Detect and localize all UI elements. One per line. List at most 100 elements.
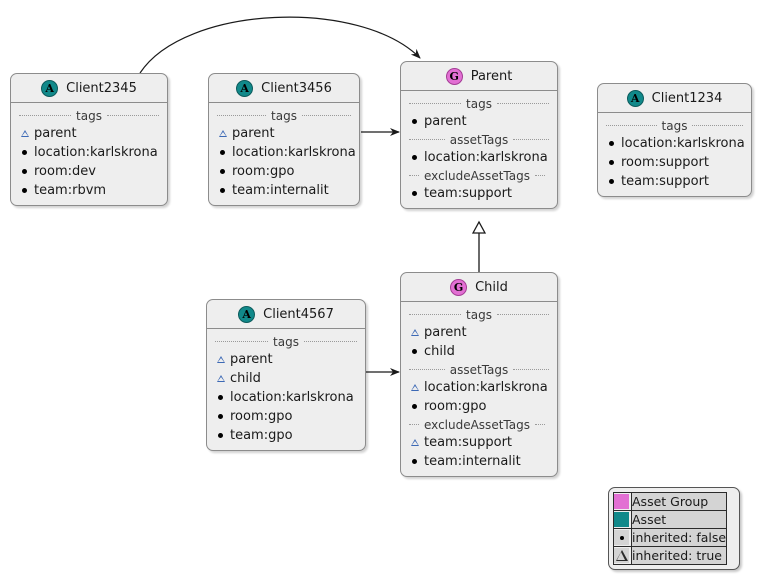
tag-label: child	[424, 344, 455, 359]
node-child[interactable]: G Child tags parent child assetTags	[400, 272, 558, 477]
inherited-false-icon	[18, 188, 31, 193]
tag-row: location:karlskrona	[401, 148, 557, 167]
section-header: tags	[209, 107, 359, 124]
tag-row: team:internalit	[401, 452, 557, 471]
legend-label: Asset	[630, 510, 728, 529]
tag-row: room:dev	[11, 162, 167, 181]
tag-label: room:dev	[34, 164, 96, 179]
inherited-false-icon	[408, 191, 421, 196]
node-header: G Parent	[401, 62, 557, 91]
section-header: excludeAssetTags	[401, 416, 557, 433]
tag-row: team:support	[401, 184, 557, 203]
tag-row: location:karlskrona	[11, 143, 167, 162]
tag-row: parent	[207, 350, 365, 369]
inherited-false-icon	[605, 141, 618, 146]
node-client1234[interactable]: A Client1234 tags location:karlskrona ro…	[597, 83, 752, 197]
section-label: excludeAssetTags	[424, 168, 530, 183]
tag-row: team:support	[401, 433, 557, 452]
inherited-false-icon	[605, 179, 618, 184]
tag-label: child	[230, 371, 261, 386]
section-label: excludeAssetTags	[424, 417, 530, 432]
node-body: tags parent location:karlskrona room:gpo…	[209, 103, 359, 205]
tag-row: team:gpo	[207, 426, 365, 445]
tag-row: team:rbvm	[11, 181, 167, 200]
legend-swatch-cell	[613, 492, 632, 511]
tag-row: room:gpo	[207, 407, 365, 426]
tag-row: child	[207, 369, 365, 388]
legend-swatch-cell	[613, 546, 632, 565]
legend-box: Asset Group Asset inherited: false inher…	[608, 487, 740, 570]
legend-label: inherited: true	[630, 546, 728, 565]
node-header: G Child	[401, 273, 557, 302]
node-body: tags location:karlskrona room:support te…	[598, 113, 751, 196]
section-label: tags	[466, 307, 492, 322]
tag-label: room:gpo	[424, 399, 487, 414]
section-label: tags	[661, 118, 688, 133]
tag-row: parent	[11, 124, 167, 143]
inherited-true-icon	[408, 329, 421, 336]
asset-color-swatch	[614, 512, 629, 527]
section-label: assetTags	[449, 362, 509, 377]
tag-row: location:karlskrona	[207, 388, 365, 407]
inherited-false-icon	[614, 530, 629, 545]
inherited-true-icon	[214, 356, 227, 363]
tag-label: parent	[34, 126, 77, 141]
tag-row: room:gpo	[209, 162, 359, 181]
asset-stereotype-icon: A	[41, 79, 59, 97]
inherited-false-icon	[605, 160, 618, 165]
node-title: Client1234	[651, 90, 723, 106]
legend-label: inherited: false	[630, 528, 728, 547]
node-client2345[interactable]: A Client2345 tags parent location:karlsk…	[10, 73, 168, 206]
node-parent[interactable]: G Parent tags parent assetTags location:…	[400, 61, 558, 209]
inherited-false-icon	[408, 459, 421, 464]
asset-stereotype-icon: A	[238, 305, 256, 323]
node-title: Client3456	[261, 80, 332, 96]
tag-label: location:karlskrona	[34, 145, 158, 160]
tag-label: location:karlskrona	[230, 390, 354, 405]
tag-row: parent	[401, 112, 557, 131]
section-label: tags	[466, 96, 492, 111]
inherited-false-icon	[18, 150, 31, 155]
tag-row: team:support	[598, 172, 751, 191]
legend-swatch-cell	[613, 528, 632, 547]
section-header: tags	[207, 333, 365, 350]
node-client3456[interactable]: A Client3456 tags parent location:karlsk…	[208, 73, 360, 206]
tag-label: parent	[424, 114, 467, 129]
tag-row: location:karlskrona	[401, 378, 557, 397]
asset-stereotype-icon: A	[626, 89, 644, 107]
tag-row: location:karlskrona	[209, 143, 359, 162]
inherited-false-icon	[18, 169, 31, 174]
node-client4567[interactable]: A Client4567 tags parent child location:…	[206, 299, 366, 451]
node-title: Parent	[470, 68, 513, 84]
legend-row: inherited: false	[613, 528, 728, 547]
inherited-false-icon	[214, 414, 227, 419]
edge-client2345-parent	[139, 16, 421, 74]
inherited-false-icon	[216, 169, 229, 174]
tag-label: location:karlskrona	[621, 136, 745, 151]
inherited-true-icon	[214, 375, 227, 382]
tag-row: parent	[209, 124, 359, 143]
node-body: tags parent child assetTags location:kar…	[401, 302, 557, 476]
section-header: tags	[598, 117, 751, 134]
section-header: tags	[401, 95, 557, 112]
section-header: assetTags	[401, 131, 557, 148]
asset-group-stereotype-icon: G	[450, 278, 468, 296]
node-title: Client4567	[263, 306, 334, 322]
node-body: tags parent location:karlskrona room:dev…	[11, 103, 167, 205]
section-header: assetTags	[401, 361, 557, 378]
inherited-false-icon	[216, 188, 229, 193]
legend-row: Asset	[613, 510, 728, 529]
tag-label: room:gpo	[232, 164, 295, 179]
legend-row: inherited: true	[613, 546, 728, 565]
inherited-false-icon	[408, 119, 421, 124]
asset-stereotype-icon: A	[236, 79, 254, 97]
node-header: A Client4567	[207, 300, 365, 329]
section-header: tags	[401, 306, 557, 323]
tag-row: team:internalit	[209, 181, 359, 200]
section-header: excludeAssetTags	[401, 167, 557, 184]
tag-row: room:gpo	[401, 397, 557, 416]
tag-label: team:internalit	[232, 183, 329, 198]
tag-label: team:gpo	[230, 428, 293, 443]
legend-label: Asset Group	[630, 492, 728, 511]
